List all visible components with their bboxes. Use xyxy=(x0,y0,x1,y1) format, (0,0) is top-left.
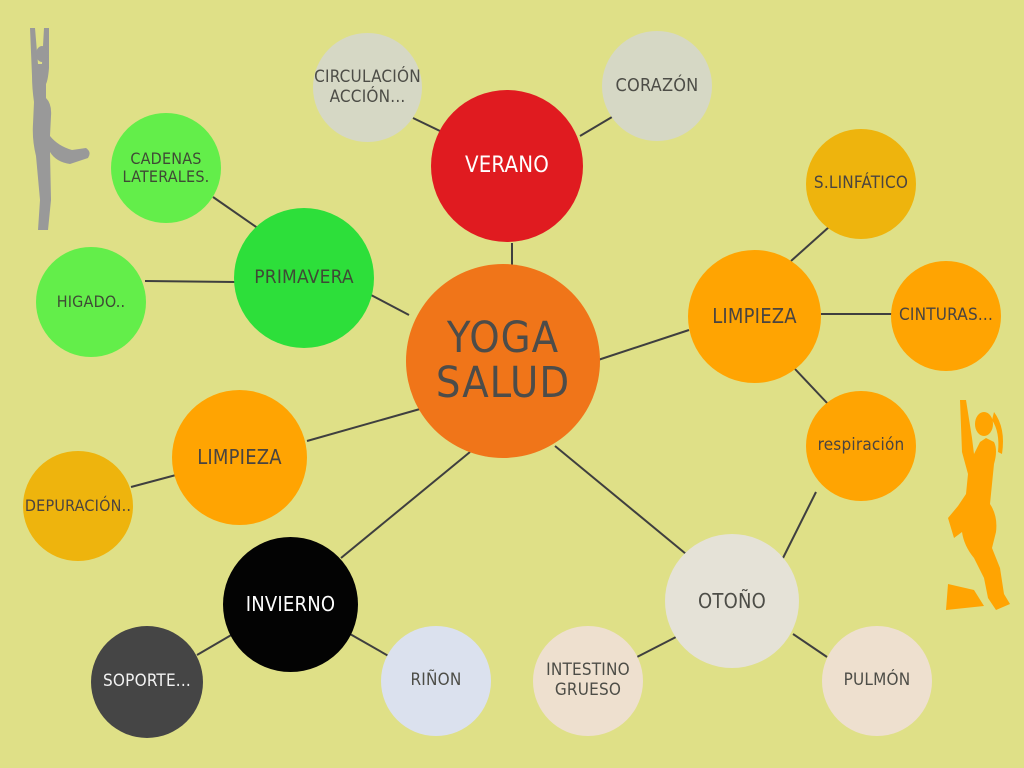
node-primavera-label: PRIMAVERA xyxy=(254,266,354,289)
node-cadenas-laterales: CADENAS LATERALES. xyxy=(111,113,221,223)
link-center-limpieza-right xyxy=(597,329,690,361)
node-corazon: CORAZÓN xyxy=(602,31,712,141)
center-line-2: SALUD xyxy=(435,358,571,408)
node-soporte-label: SOPORTE... xyxy=(103,671,191,692)
node-limpieza-right-label: LIMPIEZA xyxy=(712,304,797,328)
link-invierno-rinon xyxy=(349,633,393,659)
node-rinon: RIÑON xyxy=(381,626,491,736)
node-cinturas: CINTURAS... xyxy=(891,261,1001,371)
node-depuracion-label: DEPURACIÓN.. xyxy=(24,495,132,515)
node-depuracion: DEPURACIÓN.. xyxy=(23,451,133,561)
link-limpieza-respiracion xyxy=(794,368,829,405)
link-center-primavera xyxy=(370,294,410,316)
node-circulacion: CIRCULACIÓN ACCIÓN... xyxy=(313,33,422,142)
center-line-1: YOGA xyxy=(446,312,560,363)
node-otono: OTOÑO xyxy=(665,534,799,668)
node-verano-label: VERANO xyxy=(464,153,549,179)
node-higado-label: HIGADO.. xyxy=(56,291,126,311)
yoga-tree-pose-grey-icon xyxy=(30,28,90,230)
node-verano: VERANO xyxy=(431,90,583,242)
node-respiracion-label: respiración xyxy=(817,435,905,456)
node-corazon-label: CORAZÓN xyxy=(615,74,699,96)
link-respiracion-otono xyxy=(782,491,817,559)
link-primavera-higado xyxy=(144,280,236,283)
central-topic-yoga-salud: YOGA SALUD xyxy=(406,264,600,458)
node-pulmon-label: PULMÓN xyxy=(843,670,911,691)
link-invierno-soporte xyxy=(196,633,234,656)
link-otono-pulmon xyxy=(792,633,828,658)
link-center-otono xyxy=(554,445,687,555)
node-otono-label: OTOÑO xyxy=(698,588,766,613)
link-verano-corazon xyxy=(579,116,613,137)
node-limpieza-right: LIMPIEZA xyxy=(688,250,821,383)
node-linfatico: S.LINFÁTICO xyxy=(806,129,916,239)
link-limpieza-depuracion xyxy=(130,474,177,488)
node-respiracion: respiración xyxy=(806,391,916,501)
node-circulacion-label: CIRCULACIÓN ACCIÓN... xyxy=(314,66,421,107)
node-primavera: PRIMAVERA xyxy=(234,208,374,348)
node-invierno: INVIERNO xyxy=(223,537,358,672)
node-limpieza-left: LIMPIEZA xyxy=(172,390,307,525)
node-linfatico-label: S.LINFÁTICO xyxy=(813,173,909,194)
node-cadenas-label: CADENAS LATERALES. xyxy=(122,148,210,186)
node-intestino-grueso: INTESTINO GRUESO xyxy=(533,626,643,736)
link-verano-circulacion xyxy=(412,117,441,132)
link-center-limpieza-left xyxy=(306,408,421,442)
node-limpieza-left-label: LIMPIEZA xyxy=(197,445,282,469)
yoga-chair-pose-orange-icon xyxy=(946,400,1010,610)
link-limpieza-linfatico xyxy=(790,226,830,262)
node-pulmon: PULMÓN xyxy=(822,626,932,736)
link-otono-intestino xyxy=(636,636,677,658)
node-rinon-label: RIÑON xyxy=(410,670,462,691)
node-intestino-label: INTESTINO GRUESO xyxy=(546,660,630,700)
node-cinturas-label: CINTURAS... xyxy=(898,305,994,326)
link-primavera-cadenas xyxy=(212,196,260,230)
link-center-invierno xyxy=(340,451,471,559)
node-higado: HIGADO.. xyxy=(36,247,146,357)
node-invierno-label: INVIERNO xyxy=(245,592,336,616)
node-soporte: SOPORTE... xyxy=(91,626,203,738)
